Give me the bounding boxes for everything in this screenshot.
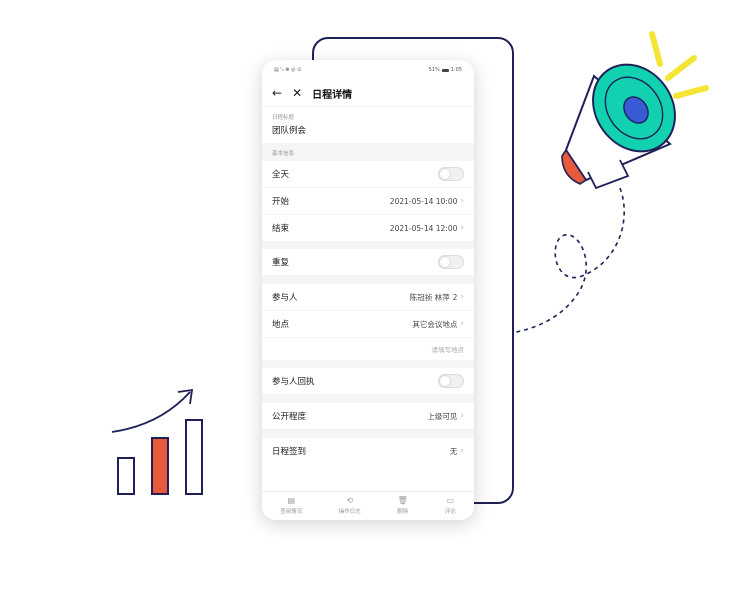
close-icon[interactable]: ✕: [292, 86, 303, 100]
comment-icon: ▭: [446, 496, 455, 505]
status-icons: ▤ ᵗᵢₗ ☸ ◎ ⊙: [274, 67, 302, 73]
participants-value-group: 陈冠祯 林萍 2 ›: [410, 292, 464, 303]
receipt-label: 参与人回执: [272, 377, 315, 387]
location-label: 地点: [272, 320, 290, 330]
checkin-value: 无: [449, 446, 458, 456]
location-placeholder: 请填写地点: [431, 346, 465, 354]
growth-chart-illustration: [111, 388, 203, 495]
clock: 1:05: [450, 67, 462, 73]
megaphone-grip: [587, 159, 630, 190]
ray-2: [665, 55, 697, 81]
trash-icon: 🗑: [397, 496, 408, 505]
checkin-row[interactable]: 日程签到 无 ›: [262, 438, 474, 464]
document-icon: ▤: [287, 496, 296, 505]
start-row[interactable]: 开始 2021-05-14 10:00 ›: [262, 188, 474, 215]
checkin-label: 日程签到: [272, 447, 307, 457]
location-detail-input[interactable]: 请填写地点: [262, 338, 474, 360]
participants-count: 2: [452, 292, 458, 302]
section-gap: [262, 276, 474, 284]
section-gap: [262, 395, 474, 403]
megaphone-inner-ring: [604, 76, 664, 140]
start-value: 2021-05-14 10:00: [389, 196, 458, 206]
tab-label: 评论: [444, 509, 456, 515]
tab-label: 操作日志: [338, 509, 361, 515]
bottom-tab-bar: ▤ 查阅情况 ⟲ 操作日志 🗑 删除 ▭ 评论: [262, 491, 474, 520]
all-day-label: 全天: [272, 170, 290, 180]
tab-label: 查阅情况: [280, 509, 303, 515]
section-gap: [262, 360, 474, 368]
basic-info-group: 全天 开始 2021-05-14 10:00 › 结束 2021-05-14 1…: [262, 161, 474, 241]
title-field-label: 日程标题: [272, 115, 295, 121]
chart-bar-tall: [185, 419, 203, 495]
visibility-row[interactable]: 公开程度 上级可见 ›: [262, 403, 474, 430]
end-value-group: 2021-05-14 12:00 ›: [390, 223, 464, 233]
participants-names: 陈冠祯 林萍: [409, 292, 450, 302]
history-icon: ⟲: [346, 496, 354, 505]
tab-operation-log[interactable]: ⟲ 操作日志: [338, 496, 361, 516]
battery-icon: [441, 68, 449, 72]
chevron-right-icon: ›: [460, 446, 464, 456]
visibility-value: 上级可见: [427, 411, 458, 421]
tab-label: 删除: [397, 509, 409, 515]
chart-bar-short: [117, 457, 135, 495]
receipt-row: 参与人回执: [262, 368, 474, 395]
growth-arrow-head: [177, 388, 194, 405]
all-day-toggle[interactable]: [438, 167, 464, 181]
megaphone-core: [623, 96, 649, 124]
battery-percent: 51%: [428, 67, 440, 73]
visibility-label: 公开程度: [272, 412, 307, 422]
section-gap: [262, 241, 474, 249]
ray-1: [649, 31, 663, 67]
chevron-right-icon: ›: [460, 411, 464, 421]
location-value: 其它会议地点: [412, 319, 458, 329]
growth-arrow-curve: [111, 391, 191, 433]
ray-3: [673, 85, 709, 99]
back-arrow-icon[interactable]: ←: [272, 86, 283, 100]
receipt-toggle[interactable]: [438, 374, 464, 388]
nav-bar: ← ✕ 日程详情: [262, 80, 474, 107]
end-row[interactable]: 结束 2021-05-14 12:00 ›: [262, 215, 474, 241]
page-title: 日程详情: [312, 89, 353, 101]
detail-content: 日程标题 团队例会 基本信息 全天 开始 2021-05-14 10:00 › …: [262, 107, 474, 464]
repeat-row: 重复: [262, 249, 474, 276]
start-value-group: 2021-05-14 10:00 ›: [390, 196, 464, 206]
repeat-label: 重复: [272, 258, 290, 268]
participants-row[interactable]: 参与人 陈冠祯 林萍 2 ›: [262, 284, 474, 311]
tab-delete[interactable]: 🗑 删除: [397, 496, 409, 516]
status-bar: ▤ ᵗᵢₗ ☸ ◎ ⊙ 51% 1:05: [262, 60, 474, 80]
chevron-right-icon: ›: [460, 196, 464, 206]
title-field-value[interactable]: 团队例会: [272, 126, 307, 136]
end-value: 2021-05-14 12:00: [389, 223, 458, 233]
people-location-group: 参与人 陈冠祯 林萍 2 › 地点 其它会议地点 › 请填写地点: [262, 284, 474, 360]
start-label: 开始: [272, 197, 290, 207]
section-gap: [262, 430, 474, 438]
visibility-value-group: 上级可见 ›: [427, 411, 464, 422]
chevron-right-icon: ›: [460, 223, 464, 233]
chevron-right-icon: ›: [460, 319, 464, 329]
basic-info-section-label: 基本信息: [262, 143, 474, 161]
repeat-toggle[interactable]: [438, 255, 464, 269]
megaphone-handle-end: [561, 148, 588, 185]
chart-bar-mid: [151, 437, 169, 495]
tab-read-status[interactable]: ▤ 查阅情况: [280, 496, 303, 516]
title-field[interactable]: 日程标题 团队例会: [262, 107, 474, 143]
status-right: 51% 1:05: [429, 67, 462, 73]
chevron-right-icon: ›: [460, 292, 464, 302]
tab-comment[interactable]: ▭ 评论: [444, 496, 456, 516]
all-day-row: 全天: [262, 161, 474, 188]
megaphone-illustration: [561, 31, 709, 190]
end-label: 结束: [272, 224, 290, 234]
checkin-value-group: 无 ›: [450, 446, 464, 457]
location-row[interactable]: 地点 其它会议地点 ›: [262, 311, 474, 338]
phone-screen: ▤ ᵗᵢₗ ☸ ◎ ⊙ 51% 1:05 ← ✕ 日程详情 日程标题 团队例会 …: [262, 60, 474, 520]
participants-label: 参与人: [272, 293, 298, 303]
location-value-group: 其它会议地点 ›: [412, 319, 464, 330]
